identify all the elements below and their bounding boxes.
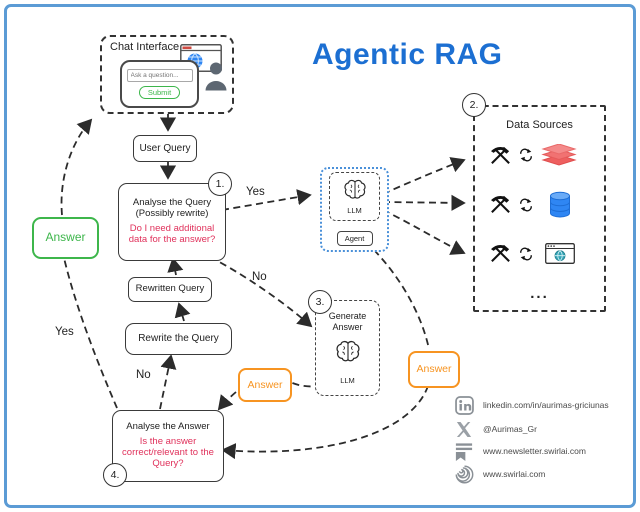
line-agent-to-answer [373, 249, 430, 350]
chat-interface-box: Chat Interface Submit [100, 35, 234, 114]
user-query-node: User Query [133, 135, 197, 162]
data-source-row [490, 143, 577, 171]
arrow-rewritten-to-analyse [167, 257, 184, 276]
answer-green-node: Answer [32, 217, 99, 259]
data-source-row [490, 243, 575, 269]
analyse-query-node: Analyse the Query (Possibly rewrite) Do … [118, 183, 226, 261]
arrow-analyse-yes-to-agent [221, 189, 312, 211]
tools-icon [490, 244, 511, 268]
footer-link-linkedin[interactable]: linkedin.com/in/aurimas-griciunas [454, 395, 609, 415]
x-icon [454, 419, 474, 439]
page-title: Agentic RAG [312, 38, 503, 71]
more-sources-ellipsis: ... [530, 285, 549, 302]
no-label-to-rewrite: No [136, 369, 151, 381]
linkedin-icon [454, 395, 474, 415]
step-3-badge: 3. [308, 290, 332, 314]
data-source-row [490, 191, 572, 223]
arrow-answer-to-analyse-answer [217, 391, 237, 411]
no-label-to-generate: No [252, 271, 267, 283]
rewrite-query-node: Rewrite the Query [125, 323, 232, 355]
answer-from-sources-node: Answer [408, 351, 460, 388]
rewritten-query-node: Rewritten Query [128, 277, 212, 302]
arrow-analyse-no-to-generate [209, 256, 313, 328]
database-icon [548, 191, 572, 223]
analyse-answer-node: Analyse the Answer Is the answer correct… [112, 410, 224, 482]
arrow-agent-to-source-2 [382, 194, 466, 211]
yes-label-to-agent: Yes [246, 186, 265, 198]
user-avatar-icon [205, 61, 227, 96]
question-input[interactable] [126, 69, 193, 82]
step-2-badge: 2. [462, 93, 486, 117]
step-4-badge: 4. [103, 463, 127, 487]
arrow-agent-to-source-1 [382, 157, 466, 195]
arrow-analyse-answer-no-to-rewrite [159, 354, 177, 410]
submit-button[interactable]: Submit [138, 86, 181, 99]
arrow-agent-to-source-3 [382, 209, 466, 255]
newsletter-icon [454, 441, 474, 461]
brain-icon [334, 340, 362, 369]
llm-agent-node: LLM Agent [320, 167, 389, 252]
arrow-rewrite-to-rewritten [174, 302, 191, 322]
yes-label-to-chat: Yes [55, 326, 74, 338]
sync-icon [518, 247, 534, 266]
sync-icon [518, 198, 534, 217]
tools-icon [490, 195, 511, 219]
data-sources-title: Data Sources [506, 119, 573, 131]
arrow-green-answer-to-chat [60, 118, 93, 216]
footer-link-swirlai[interactable]: www.swirlai.com [454, 464, 545, 484]
data-sources-panel: Data Sources [473, 105, 606, 312]
llm-box: LLM [329, 172, 380, 221]
footer-link-newsletter[interactable]: www.newsletter.swirlai.com [454, 441, 586, 461]
answer-from-llm-node: Answer [238, 368, 292, 402]
tools-icon [490, 146, 511, 170]
chat-panel: Submit [120, 60, 199, 108]
step-1-badge: 1. [208, 172, 232, 196]
chat-interface-label: Chat Interface [110, 41, 180, 53]
footer-link-x[interactable]: @Aurimas_Gr [454, 419, 537, 439]
layers-icon [541, 143, 577, 171]
line-analyse-answer-to-green-answer [63, 257, 118, 409]
sync-icon [518, 148, 534, 167]
agent-label: Agent [336, 231, 373, 246]
web-browser-icon [545, 243, 575, 269]
arrow-answer-sources-to-analyse-answer [221, 385, 429, 460]
brain-icon [342, 179, 368, 206]
generate-answer-node: Generate Answer LLM [315, 300, 380, 396]
swirl-icon [454, 464, 474, 484]
